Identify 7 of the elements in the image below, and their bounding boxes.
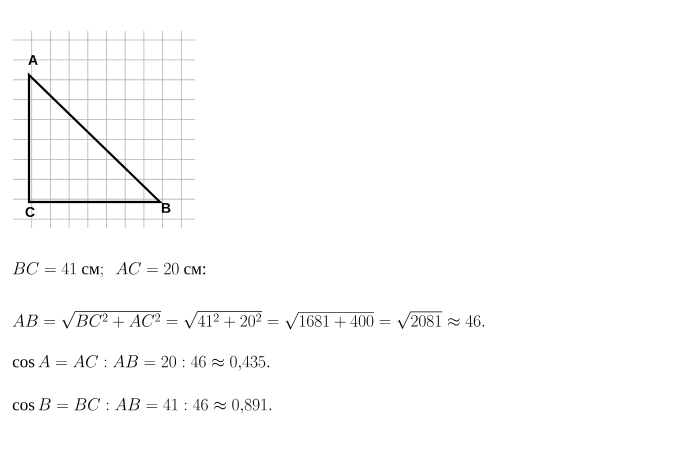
formula: $\cos A = AC : AB = 20 : 46 \approx 0{,}435.$ [12, 354, 270, 371]
formula: $BC = 41\text{ см};\ \ AC = 20\text{ см:}$ [13, 262, 206, 278]
vertex-label: A [28, 55, 38, 65]
vertex-label: C [26, 207, 35, 217]
vertex-label: B [162, 203, 170, 213]
formula: $\cos B = BC : AB = 41 : 46 \approx 0{,}891.$ [12, 398, 272, 414]
formula: $AB = \sqrt{BC^2 + AC^2} = \sqrt{41^2 + 20^2} = \sqrt{1681 + 400} = \sqrt{2081} \approx 46.$ [12, 311, 484, 330]
